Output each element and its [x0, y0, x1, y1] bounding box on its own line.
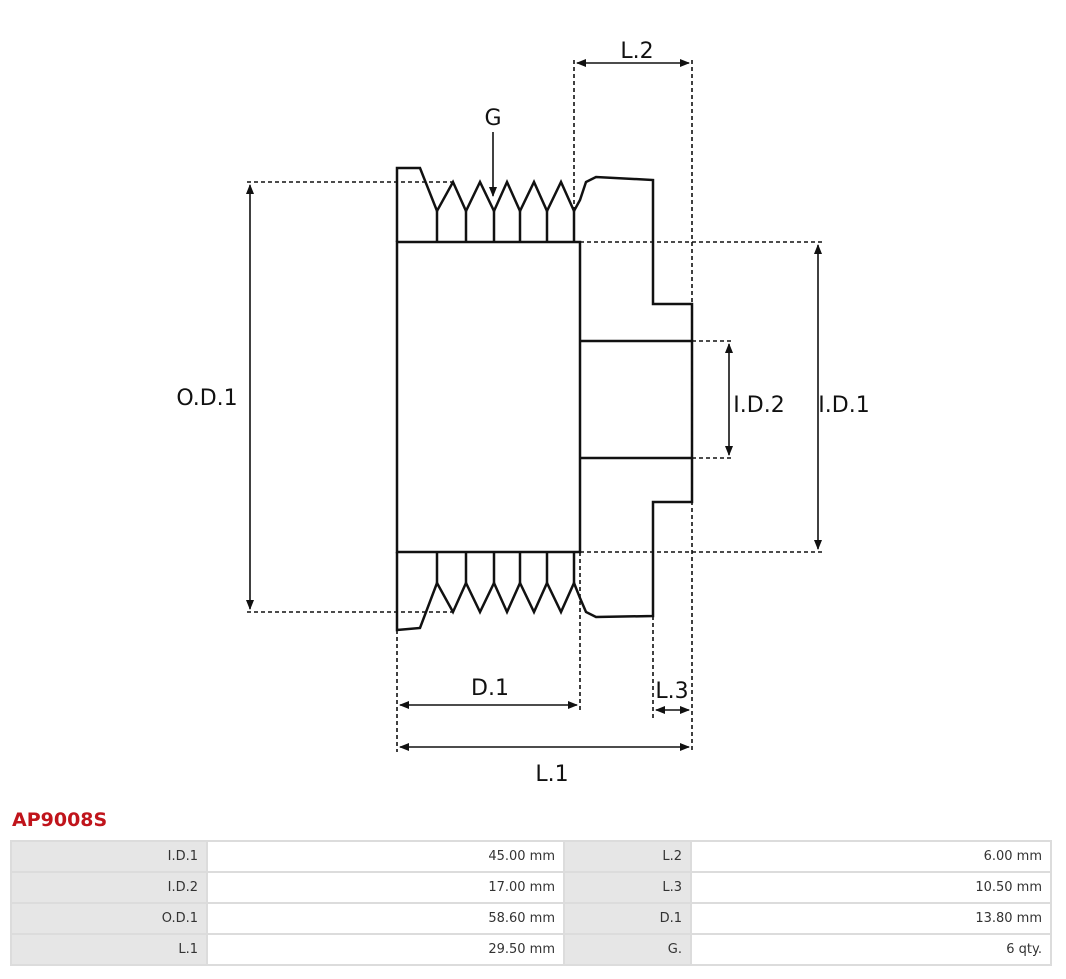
product-code: AP9008S — [12, 809, 108, 831]
spec-label: L.3 — [565, 873, 690, 902]
spec-table: I.D.1 45.00 mm L.2 6.00 mm I.D.2 17.00 m… — [10, 840, 1052, 966]
spec-label: D.1 — [565, 904, 690, 933]
pulley-diagram: L.2 G O.D.1 I.D.2 I.D.1 D.1 L.3 L.1 — [176, 39, 869, 787]
label-od1: O.D.1 — [176, 386, 237, 411]
spec-label: L.1 — [12, 935, 206, 964]
pulley-outline — [395, 166, 694, 632]
table-row: O.D.1 58.60 mm D.1 13.80 mm — [12, 904, 1050, 933]
spec-label: I.D.1 — [12, 842, 206, 871]
spec-value: 29.50 mm — [208, 935, 563, 964]
table-row: I.D.1 45.00 mm L.2 6.00 mm — [12, 842, 1050, 871]
spec-value: 10.50 mm — [692, 873, 1050, 902]
label-id2: I.D.2 — [733, 393, 784, 418]
label-l1: L.1 — [535, 762, 568, 787]
extension-lines — [247, 60, 822, 752]
spec-label: L.2 — [565, 842, 690, 871]
spec-value: 17.00 mm — [208, 873, 563, 902]
dimension-arrows — [246, 59, 822, 751]
label-id1: I.D.1 — [818, 393, 869, 418]
spec-value: 13.80 mm — [692, 904, 1050, 933]
spec-label: I.D.2 — [12, 873, 206, 902]
spec-value: 6 qty. — [692, 935, 1050, 964]
spec-value: 58.60 mm — [208, 904, 563, 933]
label-l2: L.2 — [620, 39, 653, 64]
spec-value: 6.00 mm — [692, 842, 1050, 871]
label-l3: L.3 — [655, 679, 688, 704]
table-row: L.1 29.50 mm G. 6 qty. — [12, 935, 1050, 964]
table-row: I.D.2 17.00 mm L.3 10.50 mm — [12, 873, 1050, 902]
spec-value: 45.00 mm — [208, 842, 563, 871]
label-g: G — [484, 106, 501, 131]
label-d1: D.1 — [471, 676, 509, 701]
spec-label: O.D.1 — [12, 904, 206, 933]
spec-label: G. — [565, 935, 690, 964]
